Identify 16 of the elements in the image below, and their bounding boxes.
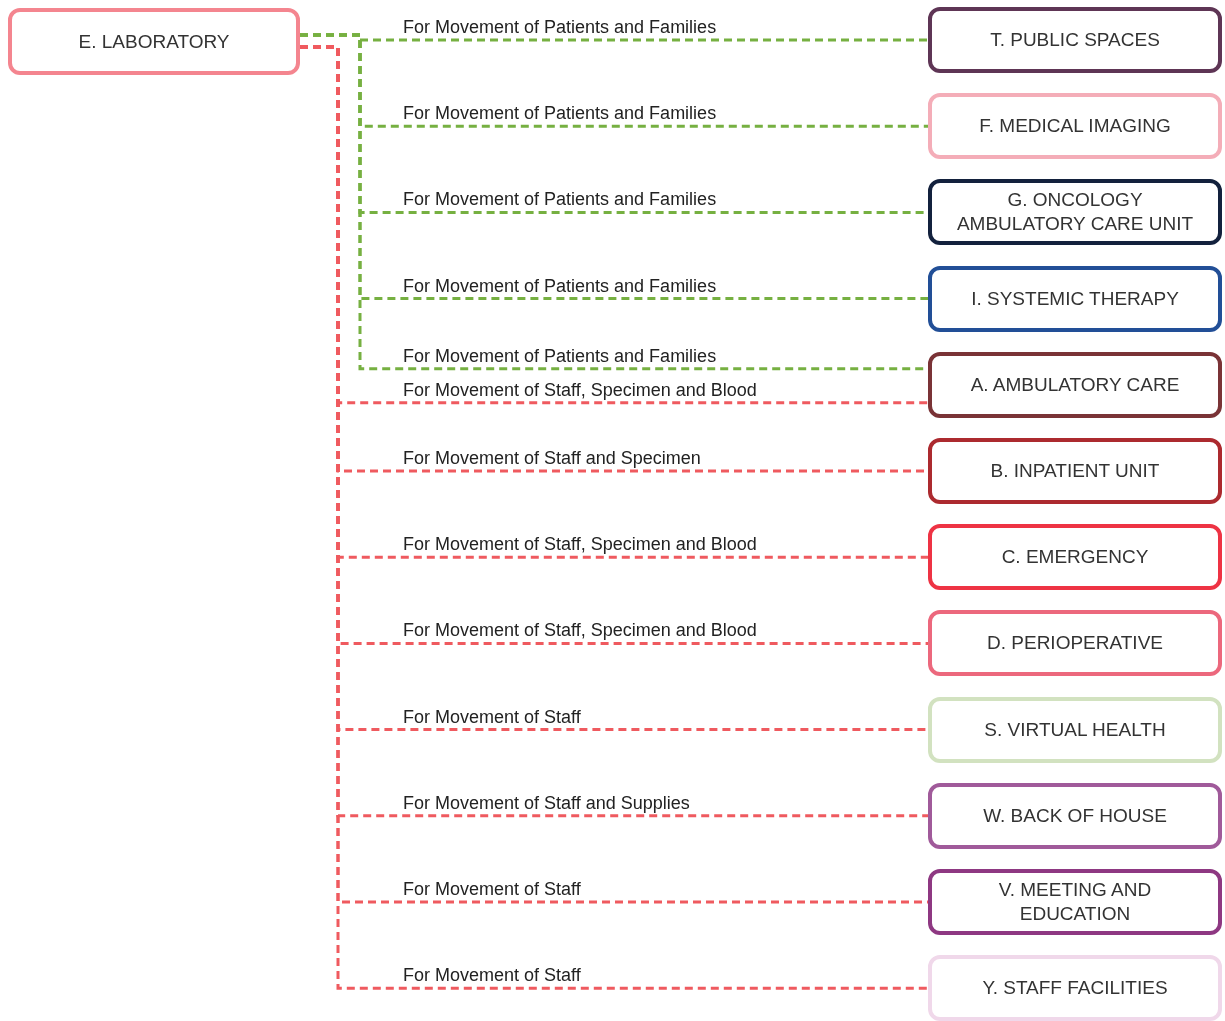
department-box: B. INPATIENT UNIT — [928, 438, 1222, 504]
edge-label: For Movement of Staff, Specimen and Blood — [402, 534, 758, 555]
department-box: T. PUBLIC SPACES — [928, 7, 1222, 73]
department-box: S. VIRTUAL HEALTH — [928, 696, 1222, 763]
department-box: V. MEETING AND EDUCATION — [928, 869, 1222, 935]
department-box: C. EMERGENCY — [928, 524, 1222, 591]
department-box: I. SYSTEMIC THERAPY — [928, 265, 1222, 332]
department-box: W. BACK OF HOUSE — [928, 782, 1222, 849]
department-box: F. MEDICAL IMAGING — [928, 93, 1222, 160]
department-box: E. LABORATORY — [8, 8, 300, 75]
department-box: Y. STAFF FACILITIES — [928, 955, 1222, 1021]
department-box: G. ONCOLOGY AMBULATORY CARE UNIT — [928, 179, 1222, 246]
edge-label: For Movement of Staff, Specimen and Blood — [402, 620, 758, 641]
edge-label: For Movement of Staff and Specimen — [402, 448, 702, 468]
department-box: A. AMBULATORY CARE — [928, 351, 1222, 418]
department-box: D. PERIOPERATIVE — [928, 610, 1222, 677]
